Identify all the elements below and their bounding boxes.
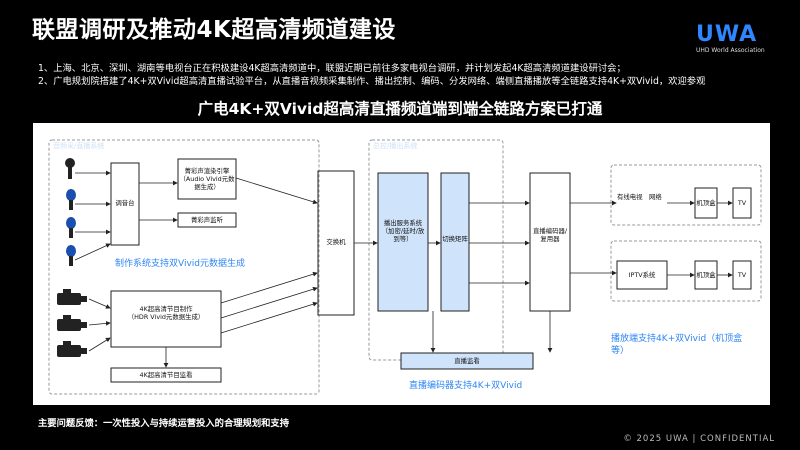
microphone-icon [65, 158, 76, 266]
cable-region [610, 164, 762, 226]
iptv-region [610, 240, 762, 302]
live-encoder-label: 直播编码器/复用器 [532, 227, 568, 243]
section-mid-label: 总控/播出系统 [373, 142, 418, 150]
section-left-label: 音频采/直播系统 [53, 142, 105, 150]
switch-matrix-box [440, 172, 470, 312]
tv2-box [732, 260, 752, 290]
playout-server-box [377, 172, 429, 312]
production-region [48, 139, 320, 395]
encoder-monitor-box [400, 352, 534, 370]
tv2-label: TV [737, 271, 747, 279]
footer-text: © 2025 UWA | CONFIDENTIAL [623, 434, 775, 444]
cable-tv-label: 有线电视 网络 [617, 193, 662, 201]
audio-monitor-label: 菁彩声监听 [191, 216, 223, 224]
tv1-label: TV [737, 199, 747, 207]
hdr-monitor-box [110, 367, 222, 383]
hdr-monitor-label: 4K超高清节目监看 [139, 371, 193, 379]
diagram-subtitle: 广电4K+双Vivid超高清直播频道端到端全链路方案已打通 [197, 100, 603, 118]
intro-line-1: 1、上海、北京、深圳、湖南等电视台正在积极建设4K超高清频道中，联盟近期已前往多… [38, 63, 626, 74]
tv1-box [732, 187, 752, 219]
stb2-label: 机顶盒 [696, 271, 716, 279]
logo-tagline: UHD World Association [696, 47, 765, 54]
mixer-label: 调音台 [115, 199, 135, 207]
uwa-logo: UWA UHD World Association [696, 22, 786, 62]
page-title: 联盟调研及推动4K超高清频道建设 [32, 17, 396, 43]
encoder-monitor-label: 直播监看 [454, 357, 480, 365]
architecture-diagram: 音频采/直播系统 总控/播出系统 调音台 菁彩声渲染引擎 （Audio Vivi… [33, 123, 770, 405]
playout-server-label: 播出服务系统 （加密/延时/放到等） [381, 219, 425, 243]
encoder-note: 直播编码器支持4K+双Vivid [409, 381, 523, 391]
stb1-label: 机顶盒 [696, 199, 716, 207]
audio-encoder-box [177, 158, 237, 200]
iptv-label: IPTV系统 [628, 271, 656, 279]
mixer-box [110, 162, 140, 246]
hdr-producer-label: 4K超高清节目制作 （HDR Vivid元数据生成） [127, 305, 205, 321]
logo-brand: UWA [696, 22, 758, 47]
playback-note: 播放端支持4K+双Vivid（机顶盒等） [611, 334, 743, 356]
switch-matrix-label: 切换矩阵 [442, 235, 468, 243]
intro-line-2: 2、广电规划院搭建了4K+双Vivid超高清直播试验平台，从直播音视频采集制作、… [38, 76, 706, 87]
audio-monitor-box [177, 212, 237, 228]
intro-text: 1、上海、北京、深圳、湖南等电视台正在积极建设4K超高清频道中，联盟近期已前往多… [38, 62, 705, 88]
switch-label: 交换机 [326, 238, 346, 246]
diagram-canvas [48, 139, 762, 395]
production-note: 制作系统支持双Vivid元数据生成 [115, 259, 245, 269]
audio-encoder-label: 菁彩声渲染引擎 （Audio Vivid元数据生成） [179, 167, 235, 191]
feedback-text: 主要问题反馈：一次性投入与持续运营投入的合理规划和支持 [38, 418, 290, 429]
camera-icon [57, 289, 87, 357]
